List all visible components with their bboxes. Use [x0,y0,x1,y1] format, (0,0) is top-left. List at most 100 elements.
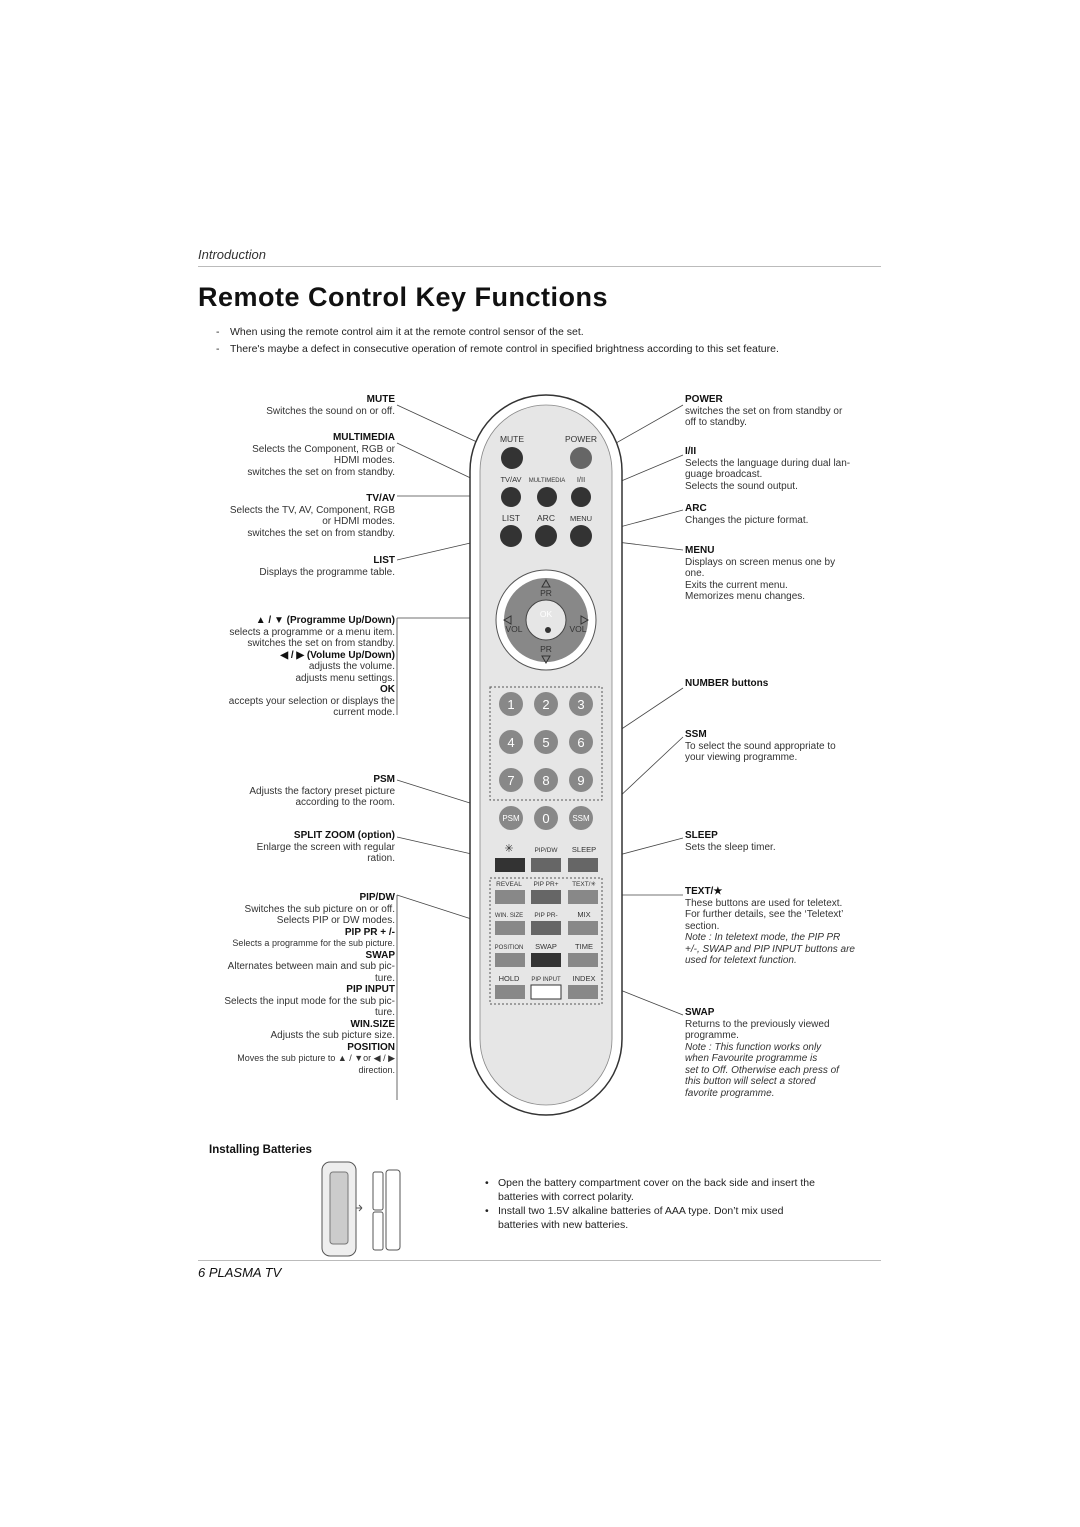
swap-button[interactable] [531,953,561,967]
digit-button-8[interactable] [534,768,558,792]
digit-label-0: 0 [542,811,549,826]
remote-label-vol-right: VOL [569,624,586,634]
remote-label-list: LIST [502,513,520,523]
digit-label-7: 7 [507,773,514,788]
ok-button[interactable] [525,599,567,641]
ssm-button[interactable] [569,806,593,830]
digit-label-4: 4 [507,735,514,750]
label-power: POWER switches the set on from standby o… [685,394,843,428]
label-menu: MENU Displays on screen menus one by one… [685,545,836,602]
pippr-plus-label: PIP PR+ [534,881,559,888]
split-zoom-button[interactable] [495,858,525,872]
digit-button-3[interactable] [569,692,593,716]
page-footer: 6 PLASMA TV [198,1265,282,1280]
right-arrow-icon [580,615,590,625]
mix-button[interactable] [568,921,598,935]
winsize-button[interactable] [495,921,525,935]
remote-label-i-ii: I/II [577,475,585,484]
arc-button[interactable] [535,525,557,547]
digit-button-4[interactable] [499,730,523,754]
sleep-label: SLEEP [572,845,596,854]
remote-label-pr-up: PR [540,588,552,598]
label-programme: ▲ / ▼ (Programme Up/Down) selects a prog… [228,615,395,718]
pipdw-label: PIP/DW [534,847,558,854]
remote-label-power: POWER [565,434,597,444]
battery-cover [385,1169,401,1251]
index-button[interactable] [568,985,598,999]
left-arrow-icon [502,615,512,625]
remote-label-pr-down: PR [540,644,552,654]
tvav-button[interactable] [501,487,521,507]
battery-diagram [321,1161,401,1257]
battery-compartment [329,1171,349,1245]
reveal-button[interactable] [495,890,525,904]
batteries-list: •Open the battery compartment cover on t… [485,1176,825,1232]
digit-label-5: 5 [542,735,549,750]
sleep-button[interactable] [568,858,598,872]
up-arrow-icon [541,578,551,588]
label-list: LIST Displays the programme table. [259,555,395,578]
position-button[interactable] [495,953,525,967]
digit-label-9: 9 [577,773,584,788]
pipdw-button[interactable] [531,858,561,872]
text-button[interactable] [568,890,598,904]
header-rule [198,266,881,267]
digit-button-6[interactable] [569,730,593,754]
digit-button-5[interactable] [534,730,558,754]
intro-bullet: -There's maybe a defect in consecutive o… [216,343,779,355]
numpad: 1 2 3 4 5 6 7 8 9 0 PSM SSM [499,692,593,830]
label-sleep: SLEEP Sets the sleep timer. [685,830,776,853]
ok-dot-icon [545,627,551,633]
digit-button-0[interactable] [534,806,558,830]
pippr-minus-label: PIP PR- [534,912,557,919]
text-label: TEXT/✳ [572,880,596,888]
ssm-label: SSM [572,814,590,823]
digit-button-7[interactable] [499,768,523,792]
mix-label: MIX [577,910,590,919]
index-label: INDEX [573,974,596,983]
digit-label-6: 6 [577,735,584,750]
pipinput-button[interactable] [530,984,562,1000]
pippr-minus-button[interactable] [531,921,561,935]
star-label: ✳ [504,843,513,855]
power-button[interactable] [570,447,592,469]
pipinput-label: PIP INPUT [531,977,561,983]
digit-label-8: 8 [542,773,549,788]
teletext-box [489,877,603,1005]
battery-left-lower [372,1211,384,1251]
label-text: TEXT/★ These buttons are used for telete… [685,886,855,966]
digit-label-2: 2 [542,697,549,712]
label-psm: PSM Adjusts the factory preset picture a… [249,774,395,808]
list-button[interactable] [500,525,522,547]
page-title: Remote Control Key Functions [198,282,609,312]
time-button[interactable] [568,953,598,967]
battery-left-upper [372,1171,384,1211]
digit-button-9[interactable] [569,768,593,792]
swap-label: SWAP [535,942,557,951]
intro-bullet: -When using the remote control aim it at… [216,326,584,338]
remote-label-vol-left: VOL [505,624,522,634]
remote-body-inner [479,404,613,1106]
down-arrow-icon [541,655,551,665]
section-header: Introduction [198,247,266,262]
remote-label-menu: MENU [570,514,592,523]
insert-arrow-icon [356,1204,363,1212]
psm-button[interactable] [499,806,523,830]
multimedia-button[interactable] [537,487,557,507]
position-label: POSITION [495,945,524,951]
mute-button[interactable] [501,447,523,469]
hold-button[interactable] [495,985,525,999]
digit-button-1[interactable] [499,692,523,716]
label-i-ii: I/II Selects the language during dual la… [685,446,851,492]
menu-button[interactable] [570,525,592,547]
label-tvav: TV/AV Selects the TV, AV, Component, RGB… [229,493,395,539]
i-ii-button[interactable] [571,487,591,507]
remote-label-arc: ARC [537,513,555,523]
remote-label-mute: MUTE [500,434,524,444]
label-mute: MUTE Switches the sound on or off. [266,394,395,417]
reveal-label: REVEAL [496,881,522,888]
label-split-zoom: SPLIT ZOOM (option) Enlarge the screen w… [256,830,395,864]
digit-button-2[interactable] [534,692,558,716]
label-swap-right: SWAP Returns to the previously viewed pr… [685,1007,839,1099]
pippr-plus-button[interactable] [531,890,561,904]
